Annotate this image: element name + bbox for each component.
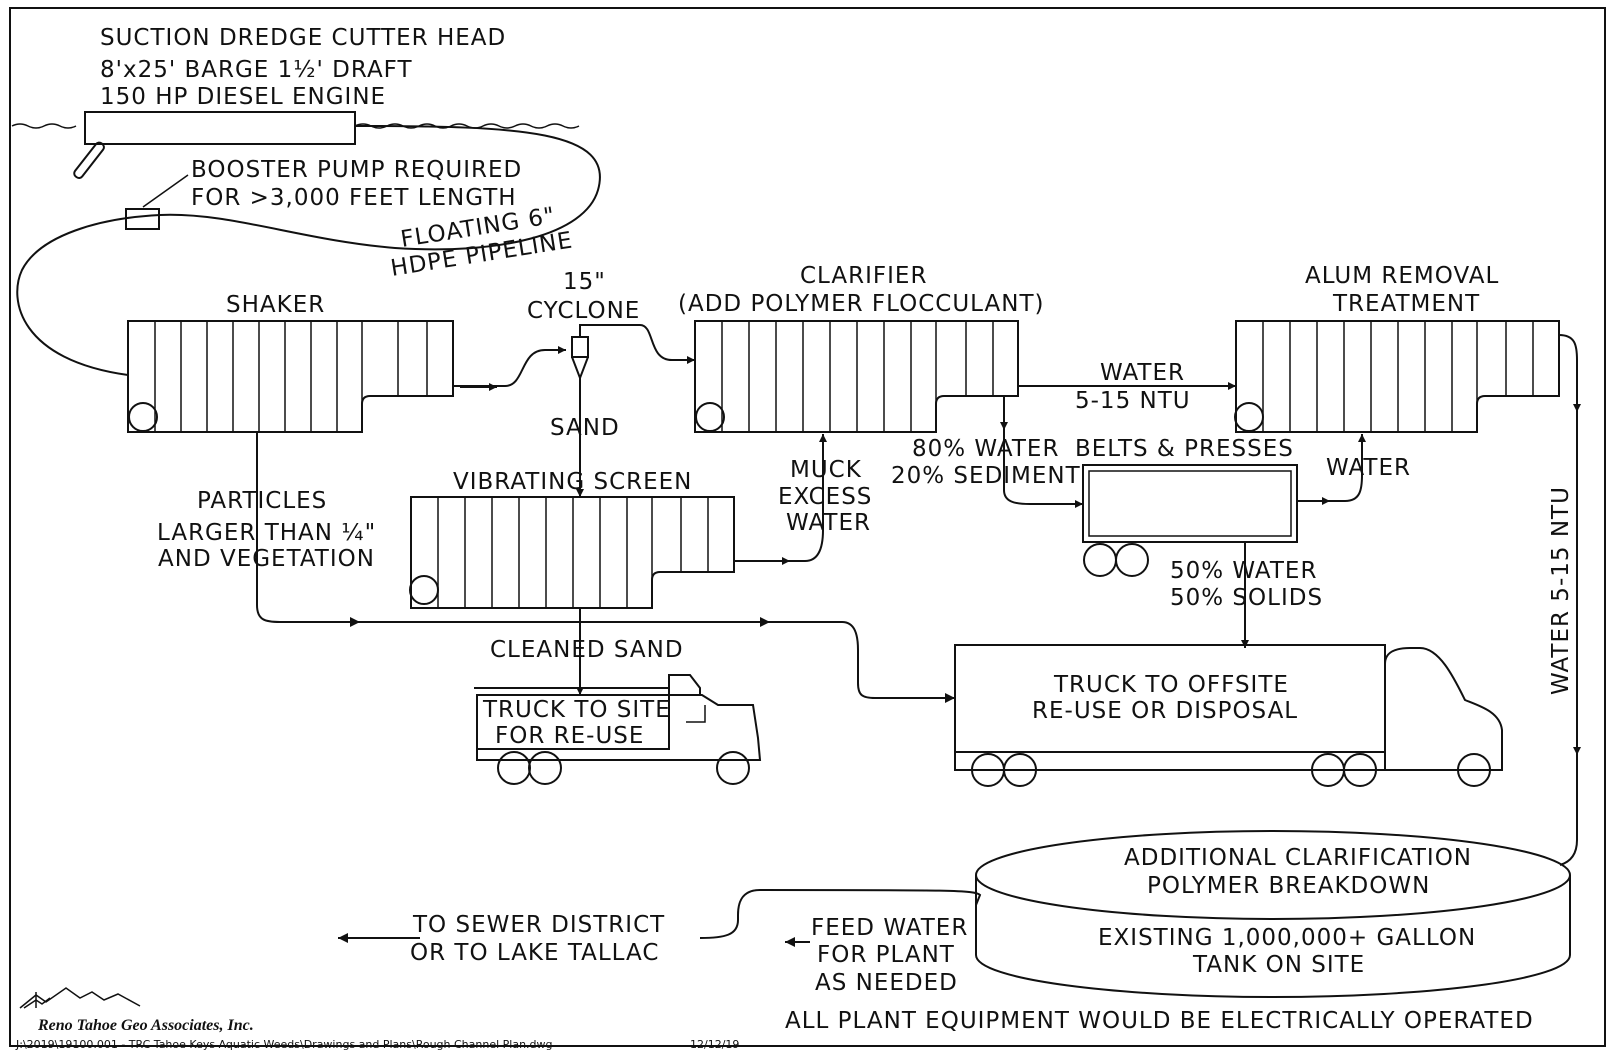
alum-unit bbox=[1234, 320, 1560, 433]
tank-line-2: POLYMER BREAKDOWN bbox=[1147, 873, 1430, 899]
shaker-slats bbox=[154, 321, 428, 432]
clarifier-slats bbox=[721, 321, 994, 432]
truck-offsite-line-2: RE-USE OR DISPOSAL bbox=[1032, 698, 1298, 724]
alum-line-2: TREATMENT bbox=[1332, 291, 1480, 317]
flow-muck-to-clarifier bbox=[734, 434, 827, 562]
side-water-label: WATER 5-15 NTU bbox=[1548, 486, 1574, 695]
truck-site-line-1: TRUCK TO SITE bbox=[482, 697, 671, 723]
footer-note: ALL PLANT EQUIPMENT WOULD BE ELECTRICALL… bbox=[785, 1008, 1534, 1034]
shaker-label: SHAKER bbox=[226, 292, 325, 318]
shaker-unit bbox=[127, 320, 454, 433]
tank-line-4: TANK ON SITE bbox=[1192, 952, 1365, 978]
water-ntu-line-2: 5-15 NTU bbox=[1075, 388, 1191, 414]
water-ntu-line-1: WATER bbox=[1100, 360, 1185, 386]
sewer-line-2: OR TO LAKE TALLAC bbox=[410, 940, 659, 966]
truck-offsite-line-1: TRUCK TO OFFSITE bbox=[1053, 672, 1289, 698]
dredge-line-2: 8'x25' BARGE 1½' DRAFT bbox=[100, 57, 413, 83]
truck-site-line-2: FOR RE-USE bbox=[495, 723, 644, 749]
tank-line-3: EXISTING 1,000,000+ GALLON bbox=[1098, 925, 1476, 951]
particles-line-3: AND VEGETATION bbox=[158, 546, 375, 572]
cleaned-sand-label: CLEANED SAND bbox=[490, 637, 684, 663]
flow-tank-to-sewer bbox=[699, 888, 982, 939]
sediment-line-2: 20% SEDIMENT bbox=[891, 463, 1081, 489]
firm-name: Reno Tahoe Geo Associates, Inc. bbox=[37, 1017, 254, 1034]
floating-pipeline bbox=[16, 125, 601, 376]
water-surface-right bbox=[354, 123, 580, 129]
cyclone bbox=[571, 336, 589, 381]
cyclone-line-2: CYCLONE bbox=[527, 298, 640, 324]
vibrating-screen-unit bbox=[409, 496, 735, 609]
feed-line-2: FOR PLANT bbox=[817, 942, 955, 968]
particles-line-2: LARGER THAN ¼" bbox=[157, 520, 376, 546]
firm-logo bbox=[19, 987, 141, 1009]
drawing-border bbox=[9, 7, 1606, 1047]
dredge-line-1: SUCTION DREDGE CUTTER HEAD bbox=[100, 25, 506, 51]
belts-label: BELTS & PRESSES bbox=[1075, 436, 1294, 462]
muck-line-3: WATER bbox=[786, 510, 871, 536]
offsite-truck bbox=[954, 644, 1503, 787]
muck-line-2: EXCESS bbox=[778, 484, 872, 510]
sediment-line-1: 80% WATER bbox=[912, 436, 1059, 462]
site-truck bbox=[474, 674, 762, 785]
vibrating-screen-label: VIBRATING SCREEN bbox=[453, 469, 692, 495]
storage-tank bbox=[975, 830, 1571, 999]
water-surface bbox=[11, 123, 77, 129]
clarifier-line-1: CLARIFIER bbox=[800, 263, 927, 289]
feed-line-3: AS NEEDED bbox=[815, 970, 958, 996]
alum-slats bbox=[1262, 321, 1534, 432]
cyclone-line-1: 15" bbox=[563, 269, 606, 295]
sand-label: SAND bbox=[550, 415, 620, 441]
flow-shaker-to-cyclone bbox=[453, 346, 566, 387]
barge bbox=[84, 111, 356, 145]
booster-line-2: FOR >3,000 FEET LENGTH bbox=[191, 185, 517, 211]
booster-leader bbox=[142, 174, 189, 208]
water-return-label: WATER bbox=[1326, 455, 1411, 481]
flow-cyclone-to-clarifier bbox=[579, 324, 695, 364]
booster-line-1: BOOSTER PUMP REQUIRED bbox=[191, 157, 522, 183]
sewer-line-1: TO SEWER DISTRICT bbox=[412, 912, 665, 938]
flow-particles-to-offsite bbox=[256, 432, 955, 699]
belts-presses-unit bbox=[1082, 464, 1298, 577]
dredge-line-3: 150 HP DIESEL ENGINE bbox=[100, 84, 386, 110]
booster-pump bbox=[125, 208, 160, 230]
file-path: J:\2019\19100.001 - TRC Tahoe Keys Aquat… bbox=[15, 1038, 553, 1051]
particles-line-1: PARTICLES bbox=[197, 488, 327, 514]
clarifier-line-2: (ADD POLYMER FLOCCULANT) bbox=[678, 291, 1044, 317]
flow-belts-water-to-alum bbox=[1297, 434, 1366, 502]
flow-sediment-to-belts bbox=[1003, 430, 1083, 508]
drawing-date: 12/12/19 bbox=[690, 1038, 739, 1051]
tank-line-1: ADDITIONAL CLARIFICATION bbox=[1124, 845, 1472, 871]
alum-line-1: ALUM REMOVAL bbox=[1305, 263, 1499, 289]
muck-line-1: MUCK bbox=[790, 457, 862, 483]
solids-line-2: 50% SOLIDS bbox=[1170, 585, 1323, 611]
feed-line-1: FEED WATER bbox=[811, 915, 968, 941]
vibrating-screen-slats bbox=[437, 497, 709, 608]
cutter-head bbox=[73, 141, 105, 179]
clarifier-unit bbox=[694, 320, 1019, 433]
flow-alum-down bbox=[1558, 334, 1581, 412]
solids-line-1: 50% WATER bbox=[1170, 558, 1317, 584]
